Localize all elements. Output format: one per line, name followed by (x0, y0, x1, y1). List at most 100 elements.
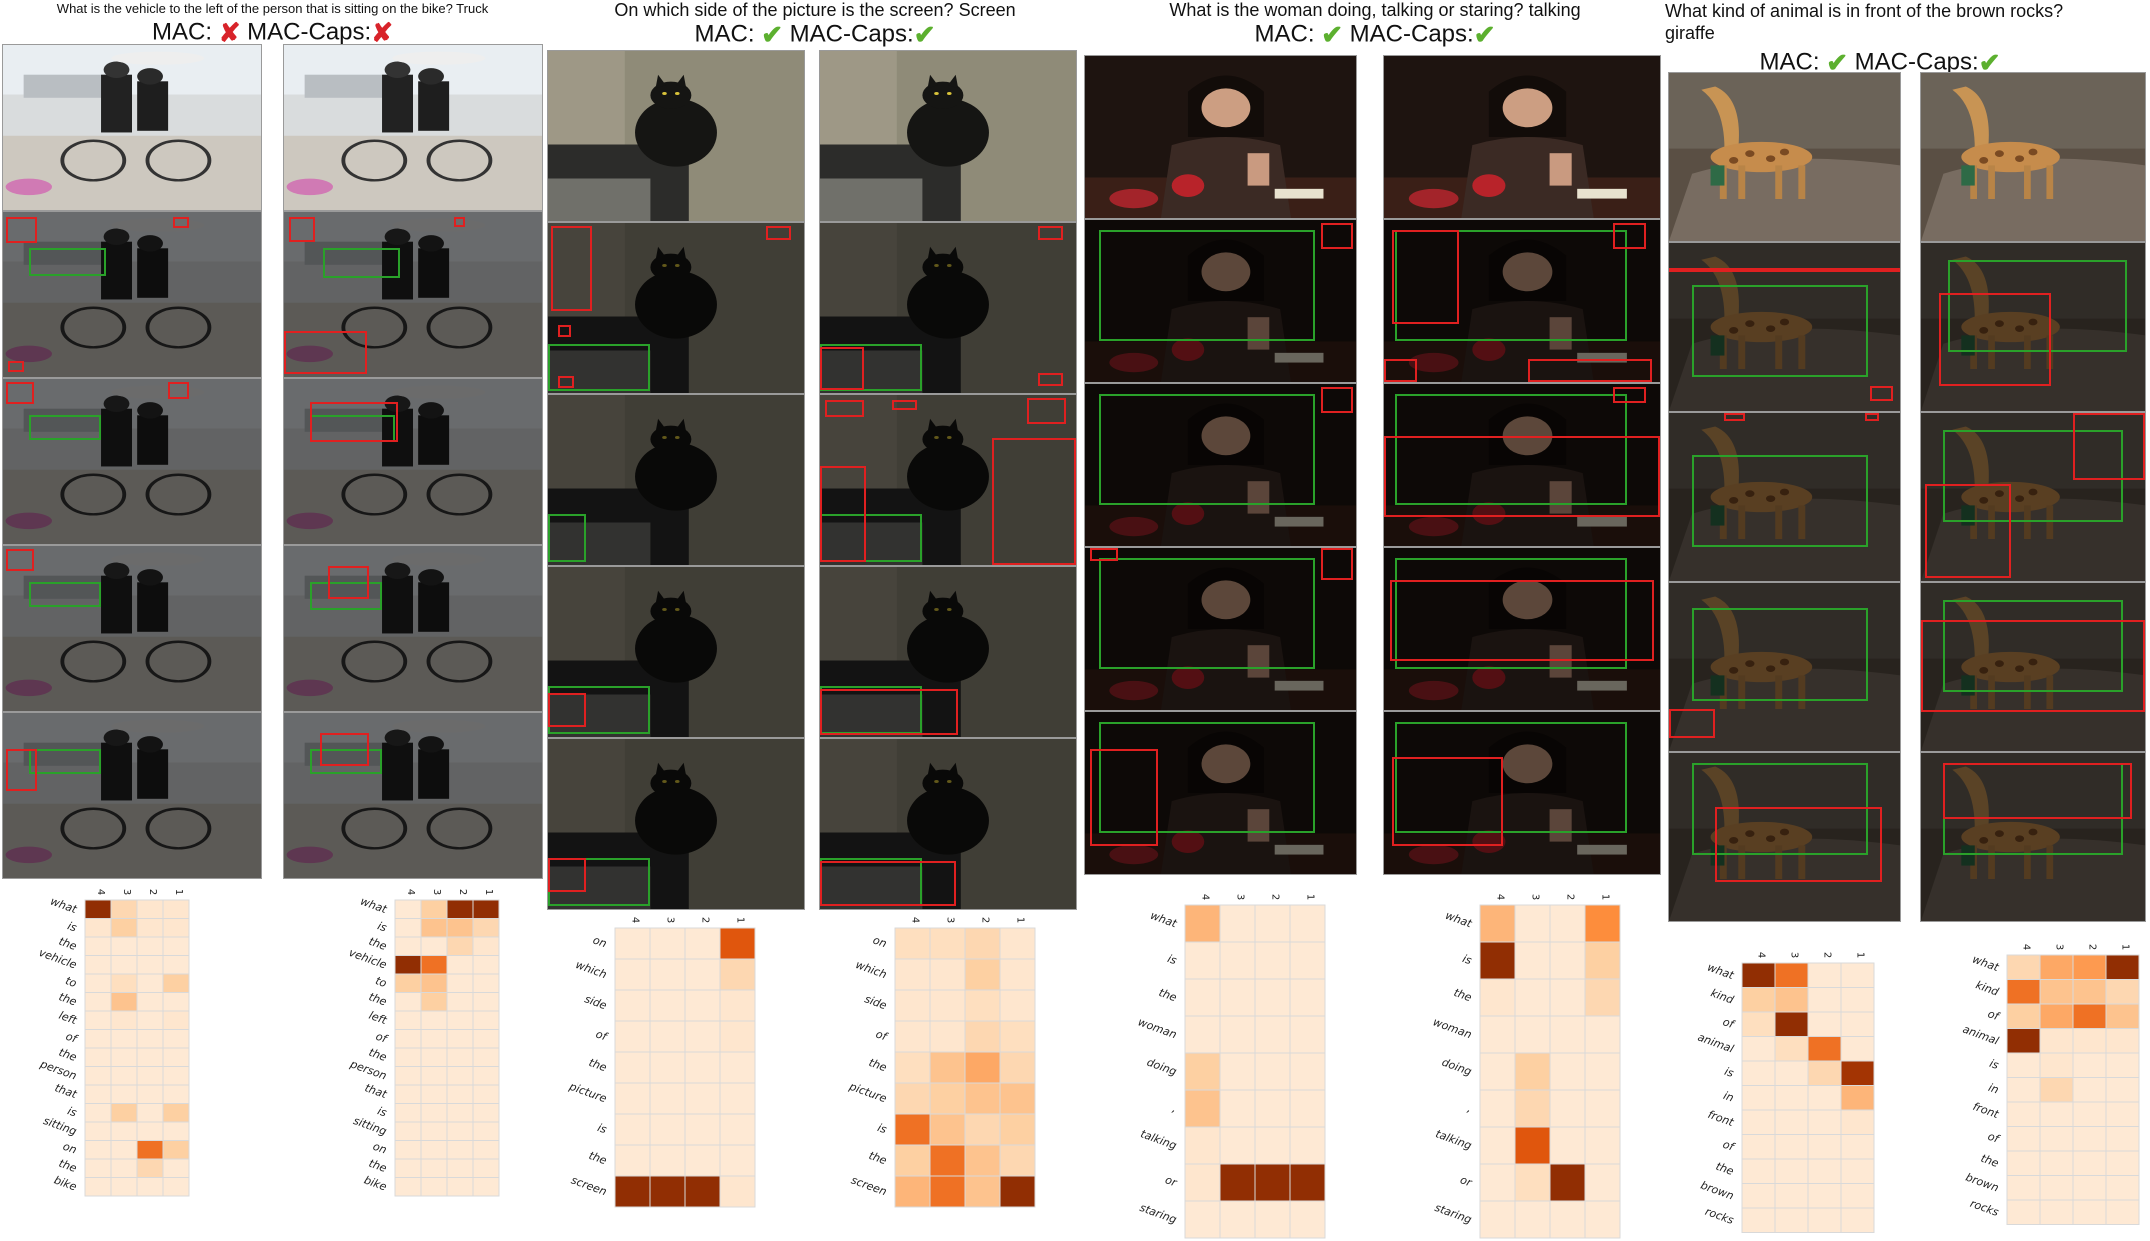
attention-box (1037, 372, 1064, 387)
attention-box (1943, 763, 2132, 819)
attention-box (1392, 757, 1503, 847)
attention-box (168, 382, 189, 399)
heatmap-cell (719, 1144, 756, 1177)
attention-step-1-image (283, 211, 543, 378)
heatmap-cell (84, 1177, 112, 1197)
attention-box (548, 858, 587, 892)
heatmap-column-label: 3 (431, 889, 442, 895)
attention-step-3-image (1668, 582, 1901, 752)
dim-overlay (1669, 413, 1900, 581)
mac-label: MAC: (694, 20, 755, 48)
attention-step-0-image (1668, 72, 1901, 242)
heatmap-cell (999, 958, 1036, 991)
heatmap-cell (84, 1029, 112, 1049)
heatmap-cell (110, 1121, 138, 1141)
heatmap-word-label: is (66, 1104, 79, 1119)
attention-step-4-image (1084, 711, 1357, 875)
heatmap-cell (420, 1066, 448, 1086)
heatmap-cell (2006, 979, 2041, 1005)
heatmap-cell (136, 1047, 164, 1067)
heatmap-cell (2072, 979, 2107, 1005)
dim-overlay (284, 546, 542, 711)
heatmap-cell (1741, 987, 1776, 1013)
heatmap-cell (420, 1103, 448, 1123)
heatmap-cell (110, 1084, 138, 1104)
cat-photo (548, 51, 804, 221)
ground-truth-box (1098, 721, 1316, 834)
heatmap-cell (136, 1177, 164, 1197)
heatmap-cell (1807, 1183, 1842, 1209)
attention-step-4-image (1668, 752, 1901, 922)
heatmap-cell (1741, 1060, 1776, 1086)
heatmap-cell (472, 1103, 500, 1123)
heatmap-cell (614, 1082, 651, 1115)
mac-caps-label: MAC-Caps: (1349, 20, 1474, 48)
heatmap-column-label: 3 (945, 917, 956, 923)
heatmap-cell (929, 1175, 966, 1208)
heatmap-cell (472, 899, 500, 919)
heatmap-cell (420, 1010, 448, 1030)
heatmap-cell (2039, 954, 2074, 980)
heatmap-cell (84, 1066, 112, 1086)
heatmap-column-label: 4 (2021, 944, 2032, 950)
heatmap-word-label: is (376, 919, 389, 934)
attention-step-2-image (1383, 383, 1661, 547)
heatmap-cell (1514, 1126, 1551, 1165)
heatmap-cell (420, 1047, 448, 1067)
heatmap-word-label: the (587, 1149, 609, 1167)
heatmap-column-label: 2 (457, 889, 468, 895)
attention-box (820, 347, 864, 390)
ground-truth-box (309, 749, 383, 775)
heatmap-cell (136, 1029, 164, 1049)
heatmap-cell (1807, 962, 1842, 988)
heatmap-cell (1219, 978, 1256, 1017)
heatmap-cell (2039, 1101, 2074, 1127)
heatmap-cell (2105, 1199, 2140, 1225)
heatmap-cell (472, 955, 500, 975)
ground-truth-box (1947, 259, 2128, 353)
heatmap-word-label: , (1171, 1102, 1179, 1115)
dim-overlay (3, 713, 261, 878)
heatmap-word-label: in (1987, 1081, 2001, 1097)
heatmap-cell (472, 1177, 500, 1197)
verdict-line: MAC: ✘ MAC-Caps:✘ (0, 18, 545, 47)
heatmap-cell (1289, 1015, 1326, 1054)
heatmap-cell (1774, 1109, 1809, 1135)
heatmap-cell (614, 1144, 651, 1177)
heatmap-cell (136, 899, 164, 919)
heatmap-cell (1549, 978, 1586, 1017)
heatmap-cell (1289, 1163, 1326, 1202)
heatmap-cell (1549, 904, 1586, 943)
heatmap-cell (1289, 1052, 1326, 1091)
heatmap-cell (2105, 1052, 2140, 1078)
heatmap-cell (614, 1175, 651, 1208)
heatmap-column-label: 1 (1600, 894, 1611, 900)
heatmap-word-label: the (1714, 1160, 1736, 1178)
heatmap-cell (472, 1158, 500, 1178)
verdict-line: MAC: ✔ MAC-Caps:✔ (1085, 20, 1665, 49)
heatmap-cell (1774, 1183, 1809, 1209)
heatmap-cell (1741, 1011, 1776, 1037)
heatmap-column-label: 1 (1855, 952, 1866, 958)
heatmap-cell (1219, 1089, 1256, 1128)
heatmap-cell (394, 918, 422, 938)
attention-step-2-image (1084, 383, 1357, 547)
heatmap-cell (929, 1020, 966, 1053)
heatmap-cell (2105, 1150, 2140, 1176)
heatmap-cell (162, 1177, 190, 1197)
heatmap-column-label: 4 (910, 917, 921, 923)
heatmap-cell (162, 1047, 190, 1067)
heatmap-column-label: 3 (2054, 944, 2065, 950)
heatmap-column-label: 1 (1305, 894, 1316, 900)
ground-truth-box (28, 415, 102, 441)
heatmap-cell (1289, 1126, 1326, 1165)
heatmap-cell (1254, 1015, 1291, 1054)
heatmap-word-label: on (871, 933, 888, 950)
heatmap-cell (472, 1010, 500, 1030)
heatmap-cell (999, 1020, 1036, 1053)
heatmap-cell (1840, 1158, 1875, 1184)
attention-step-0-image (547, 50, 805, 222)
heatmap-word-label: , (1466, 1102, 1474, 1115)
mac-label: MAC: (1759, 48, 1820, 76)
